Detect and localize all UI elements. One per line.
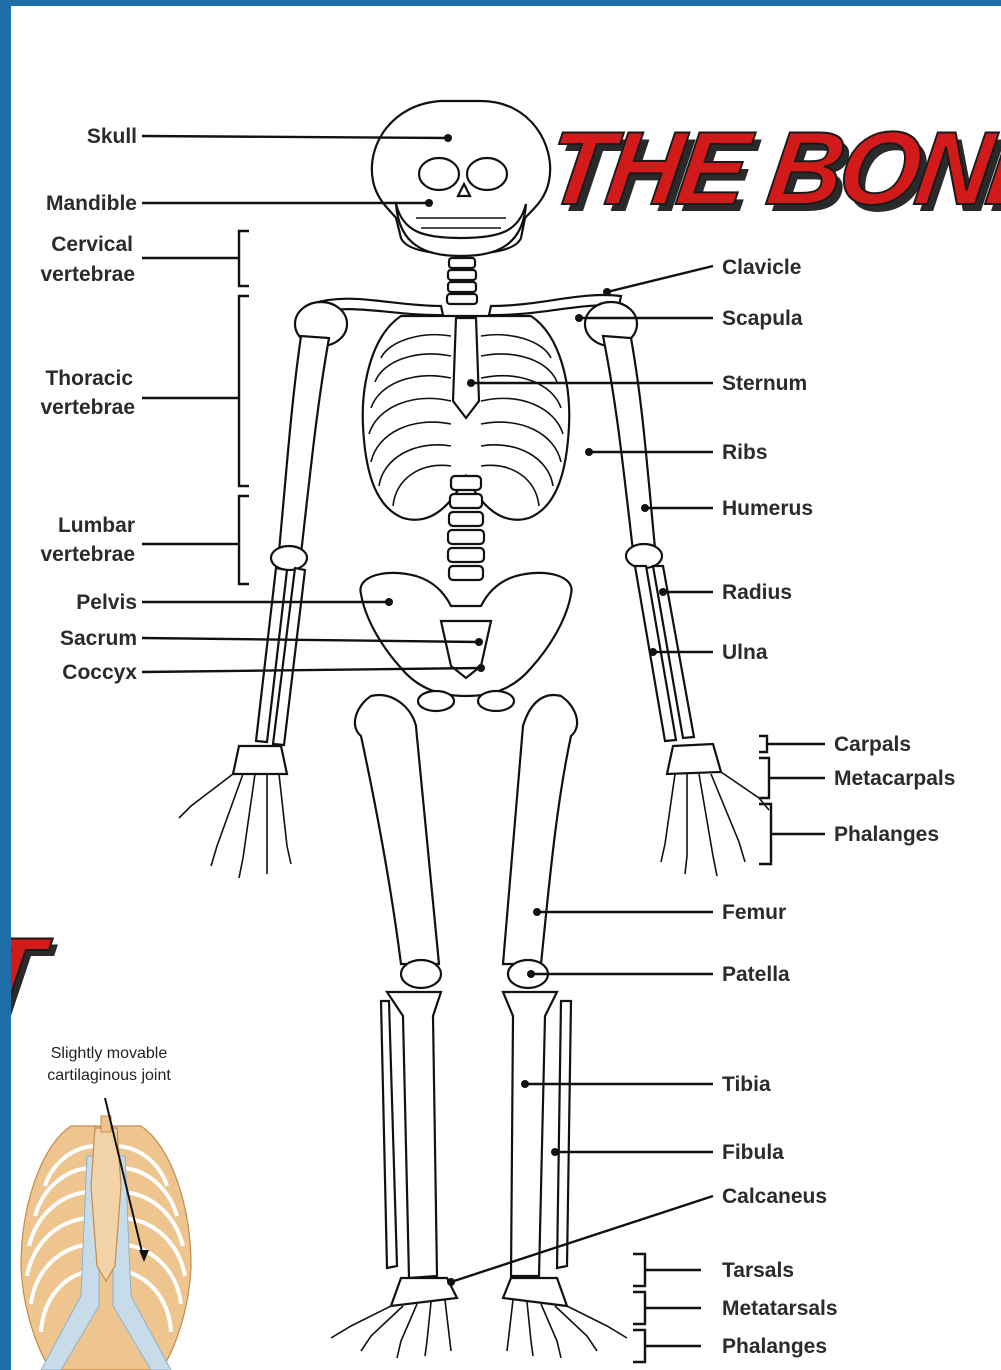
inset-ribcage-drawing xyxy=(21,1116,191,1370)
right-tibia xyxy=(503,992,557,1276)
right-femur xyxy=(503,695,577,964)
bracket-hand-phalanges xyxy=(759,804,771,864)
inset-caption-line-1: Slightly movable xyxy=(51,1045,168,1062)
inset-ribcage: Slightly movable cartilaginous joint xyxy=(11,1030,200,1370)
right-hand xyxy=(661,744,769,876)
left-foot xyxy=(331,1278,457,1358)
label-ribs: Ribs xyxy=(722,441,768,464)
label-calcaneus: Calcaneus xyxy=(722,1185,827,1208)
label-carpals: Carpals xyxy=(834,733,911,756)
left-labels: Skull Mandible Cervical vertebrae Thorac… xyxy=(40,125,137,684)
label-sternum: Sternum xyxy=(722,372,807,395)
skull xyxy=(372,101,550,254)
left-obturator xyxy=(418,691,454,711)
sternum xyxy=(453,318,479,418)
label-pelvis: Pelvis xyxy=(76,591,137,614)
skeleton xyxy=(179,101,769,1358)
bracket-metatarsals xyxy=(633,1292,645,1324)
label-metacarpals: Metacarpals xyxy=(834,767,955,790)
partial-title-fragment: T T xyxy=(11,916,62,1038)
bracket-foot-phalanges xyxy=(633,1330,645,1362)
title-text: THE BONES xyxy=(540,110,1001,226)
left-femur xyxy=(355,695,439,964)
label-hand-phalanges: Phalanges xyxy=(834,823,939,846)
label-tibia: Tibia xyxy=(722,1073,771,1096)
cervical-spine xyxy=(447,258,477,304)
bracket-tarsals xyxy=(633,1254,645,1286)
right-fibula xyxy=(557,1001,571,1268)
label-lumbar-2: vertebrae xyxy=(40,543,135,566)
label-foot-phalanges: Phalanges xyxy=(722,1335,827,1358)
right-obturator xyxy=(478,691,514,711)
label-metatarsals: Metatarsals xyxy=(722,1297,838,1320)
label-thoracic-1: Thoracic xyxy=(45,367,133,390)
title: THE BONES THE BONES xyxy=(540,110,1001,233)
label-tarsals: Tarsals xyxy=(722,1259,794,1282)
label-humerus: Humerus xyxy=(722,497,813,520)
label-scapula: Scapula xyxy=(722,307,803,330)
skeleton-diagram: THE BONES THE BONES T T xyxy=(11,6,1001,1370)
left-fibula xyxy=(381,1001,397,1268)
label-skull: Skull xyxy=(87,125,137,148)
inset-caption-line-2: cartilaginous joint xyxy=(47,1067,171,1084)
label-thoracic-2: vertebrae xyxy=(40,396,135,419)
left-patella xyxy=(401,960,441,988)
left-humerus xyxy=(279,336,329,554)
leader-clavicle xyxy=(607,266,713,292)
bracket-carpals xyxy=(759,736,767,752)
right-foot xyxy=(503,1278,627,1358)
right-labels: Clavicle Scapula Sternum Ribs Humerus Ra… xyxy=(722,256,955,1358)
label-femur: Femur xyxy=(722,901,786,924)
label-clavicle: Clavicle xyxy=(722,256,801,279)
right-humerus xyxy=(603,336,655,551)
label-fibula: Fibula xyxy=(722,1141,784,1164)
left-hand xyxy=(179,746,291,878)
right-elbow xyxy=(626,544,662,568)
left-elbow xyxy=(271,546,307,570)
bracket-metacarpals xyxy=(759,758,769,798)
label-cervical-1: Cervical xyxy=(51,233,133,256)
label-coccyx: Coccyx xyxy=(62,661,137,684)
label-ulna: Ulna xyxy=(722,641,768,664)
label-patella: Patella xyxy=(722,963,790,986)
worksheet-panel: THE BONES THE BONES T T xyxy=(11,6,1001,1370)
right-eye-socket xyxy=(467,158,507,190)
label-mandible: Mandible xyxy=(46,192,137,215)
label-cervical-2: vertebrae xyxy=(40,263,135,286)
label-lumbar-1: Lumbar xyxy=(58,514,135,537)
left-eye-socket xyxy=(419,158,459,190)
label-sacrum: Sacrum xyxy=(60,627,137,650)
label-radius: Radius xyxy=(722,581,792,604)
